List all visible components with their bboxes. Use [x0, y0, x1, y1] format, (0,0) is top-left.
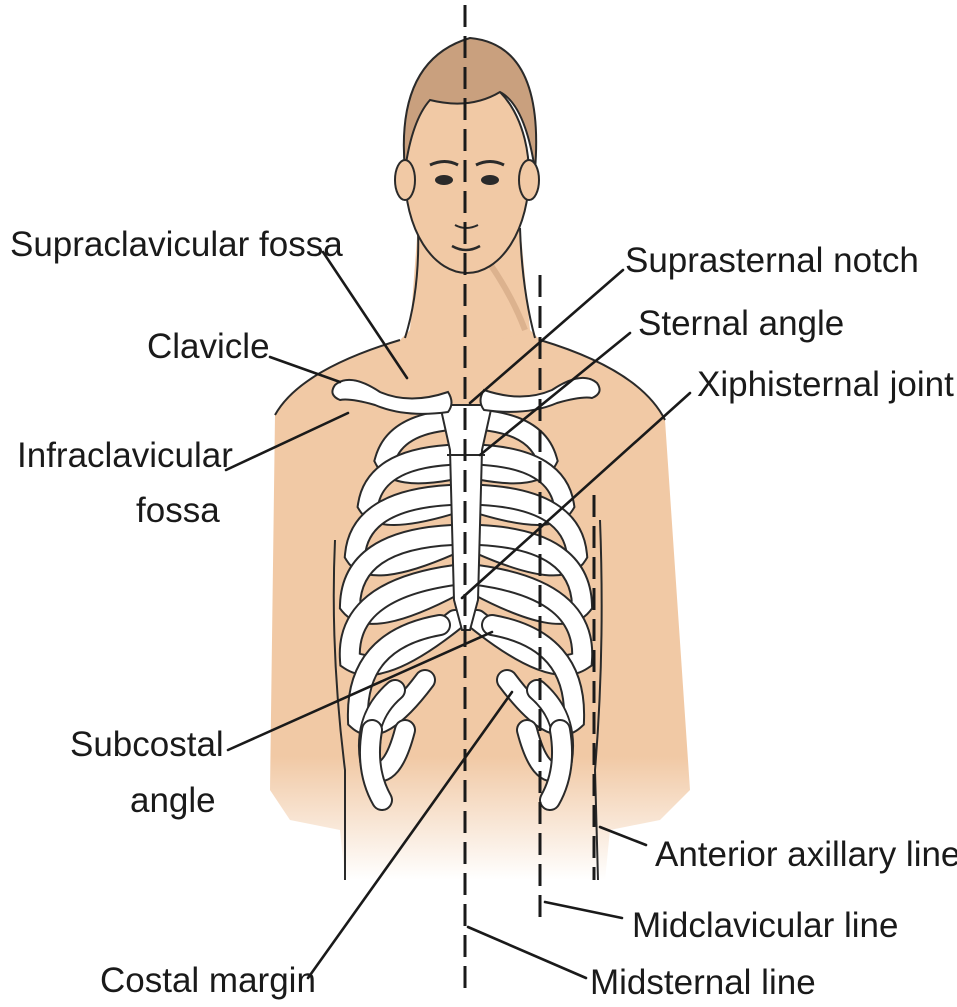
left-eye — [435, 175, 453, 185]
label-costal-margin: Costal margin — [100, 961, 316, 1000]
label-infraclavicular-fossa-line1: Infraclavicular — [17, 436, 233, 475]
label-subcostal-angle-line2: angle — [130, 781, 216, 820]
label-subcostal-angle-line1: Subcostal — [70, 725, 224, 764]
label-infraclavicular-fossa-line2: fossa — [136, 491, 220, 530]
label-midsternal-line: Midsternal line — [590, 963, 816, 1002]
label-anterior-axillary-line: Anterior axillary line — [655, 835, 957, 874]
label-sternal-angle: Sternal angle — [638, 304, 844, 343]
label-supraclavicular-fossa: Supraclavicular fossa — [10, 225, 343, 264]
label-midclavicular-line: Midclavicular line — [632, 906, 898, 945]
label-suprasternal-notch: Suprasternal notch — [625, 241, 919, 280]
right-ear — [519, 160, 539, 200]
label-xiphisternal-joint: Xiphisternal joint — [697, 365, 954, 404]
left-ear — [395, 160, 415, 200]
right-eye — [481, 175, 499, 185]
label-clavicle: Clavicle — [147, 327, 270, 366]
